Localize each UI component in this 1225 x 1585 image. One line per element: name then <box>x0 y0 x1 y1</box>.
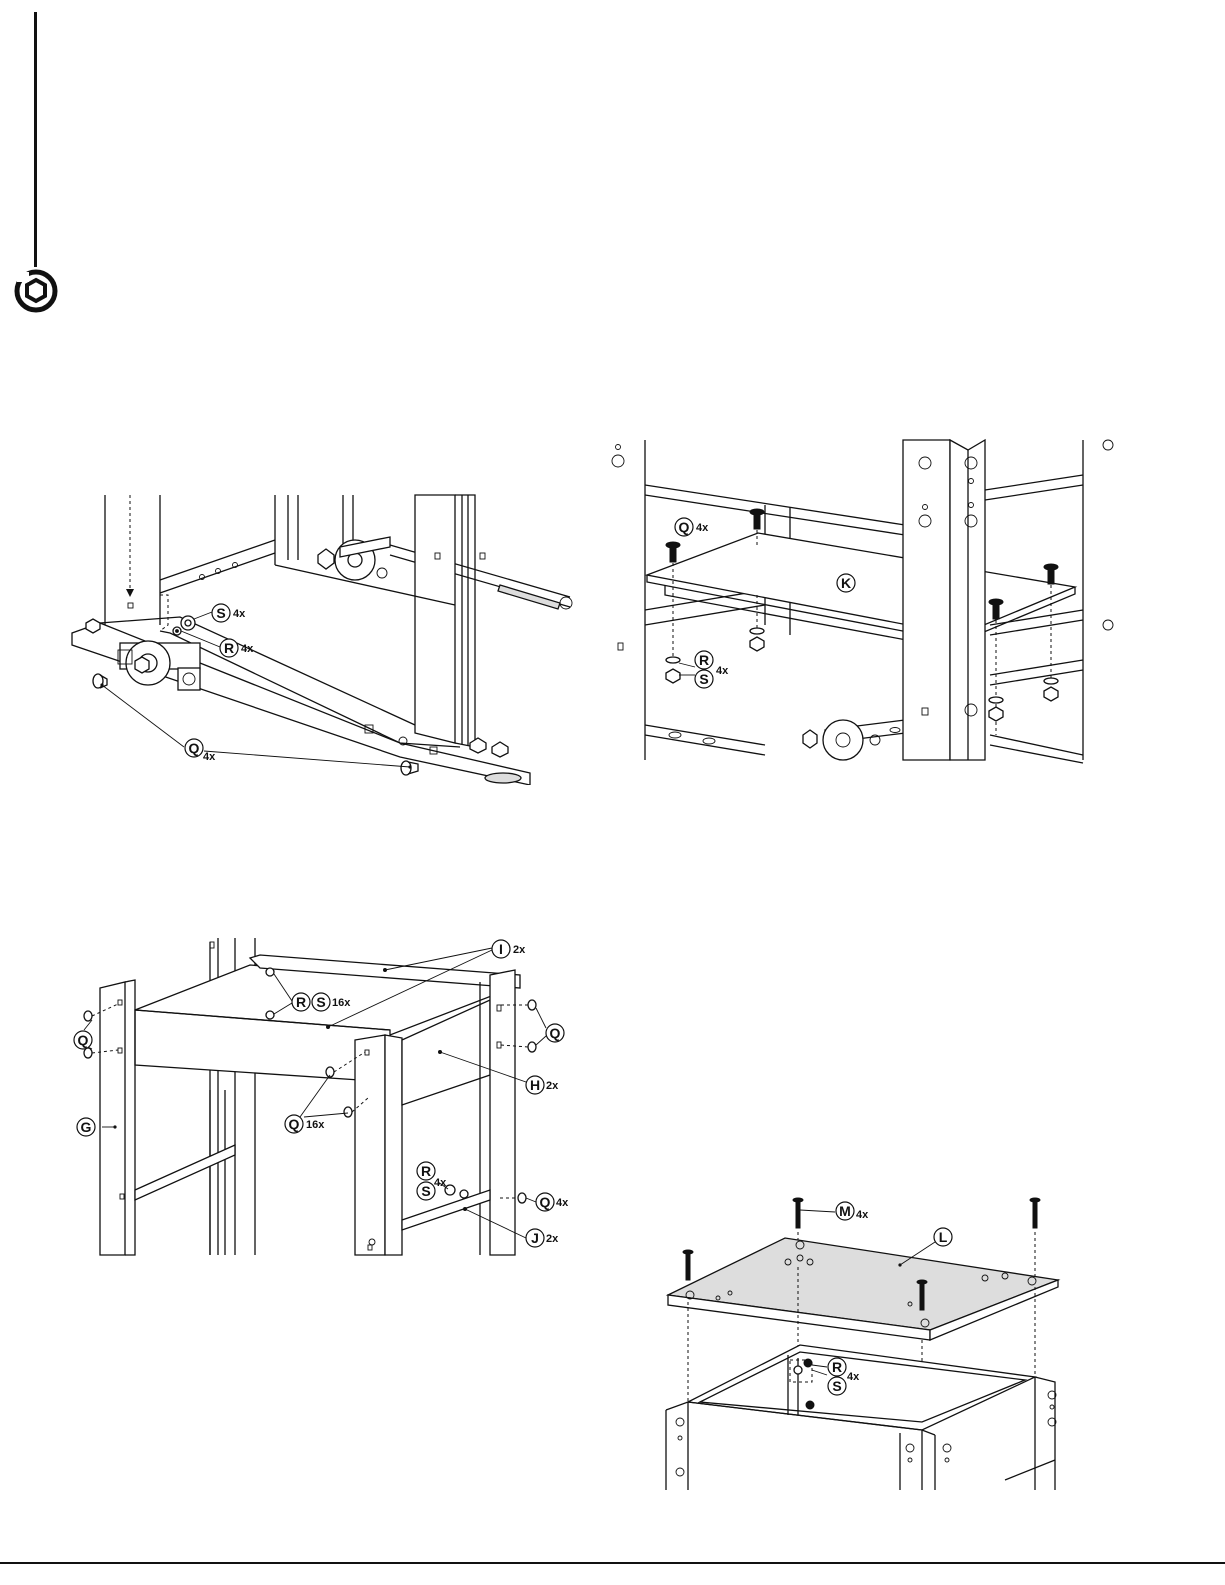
callout-qty: 4x <box>556 1197 569 1209</box>
callout-qty: 4x <box>856 1209 869 1221</box>
callout-Q-4x: Q 4x <box>675 518 709 536</box>
callout-Q-4x: Q 4x <box>536 1193 569 1211</box>
callout-letter: Q <box>540 1194 551 1210</box>
callout-S-4x: S 4x <box>212 604 246 622</box>
callout-Q-right: Q <box>546 1024 564 1042</box>
callout-letter: S <box>699 671 708 687</box>
callout-qty: 2x <box>513 944 526 956</box>
step-rule <box>34 12 37 267</box>
callout-letter: K <box>841 575 851 591</box>
callout-letter: Q <box>78 1032 89 1048</box>
callout-qty: 4x <box>241 643 254 655</box>
callout-letter: Q <box>189 740 200 756</box>
callout-qty: 4x <box>233 608 246 620</box>
callout-letter: G <box>81 1119 92 1135</box>
callout-letter: R <box>421 1163 431 1179</box>
callout-qty: 2x <box>546 1080 559 1092</box>
shelf-install-drawing <box>612 440 1113 763</box>
callout-G: G <box>77 1118 95 1136</box>
callout-qty: 4x <box>696 522 709 534</box>
callout-K: K <box>837 574 855 592</box>
callout-I-2x: I 2x <box>492 940 526 958</box>
callout-S: S <box>695 670 713 688</box>
callout-letter: R <box>224 640 234 656</box>
callout-Q-4x: Q 4x <box>185 739 216 763</box>
callout-letter: Q <box>289 1116 300 1132</box>
frame-assembly-drawing <box>84 938 546 1255</box>
callout-letter: S <box>316 994 325 1010</box>
callout-S: S <box>417 1182 435 1200</box>
callout-letter: J <box>531 1230 539 1246</box>
callout-letter: I <box>499 941 503 957</box>
callout-letter: L <box>939 1229 948 1245</box>
callout-qty: 2x <box>546 1233 559 1245</box>
callout-J-2x: J 2x <box>526 1229 559 1247</box>
callout-R-4x: R 4x <box>220 639 254 657</box>
callout-letter: R <box>699 652 709 668</box>
callout-letter: Q <box>550 1025 561 1041</box>
callout-Q-left: Q <box>74 1031 92 1049</box>
panel-wheel-base: S 4x R 4x Q 4x <box>60 485 580 785</box>
panel-top-plate: M 4x L R 4x S <box>660 1190 1070 1490</box>
footer-rule <box>0 1562 1225 1564</box>
callout-letter: R <box>296 994 306 1010</box>
callout-M-4x: M 4x <box>836 1202 869 1221</box>
callout-letter: Q <box>679 519 690 535</box>
callout-S: S <box>828 1377 846 1395</box>
callout-Q-16x: Q 16x <box>285 1115 325 1133</box>
callout-letter: S <box>421 1183 430 1199</box>
callout-letter: M <box>839 1203 851 1219</box>
panel-frame-assembly: I 2x R S 16x Q Q H 2x G <box>60 930 580 1265</box>
callout-R: R <box>292 993 310 1011</box>
callout-letter: S <box>832 1378 841 1394</box>
callout-letter: S <box>216 605 225 621</box>
callout-qty: 4x <box>716 665 729 677</box>
hex-nut-step-icon <box>13 268 59 319</box>
callout-qty: 4x <box>847 1371 860 1383</box>
callout-qty: 16x <box>306 1119 325 1131</box>
callout-qty: 4x <box>434 1177 447 1189</box>
panel-shelf-install: Q 4x K R 4x S <box>605 435 1115 765</box>
callout-L: L <box>934 1228 952 1246</box>
wheel-base-drawing <box>72 495 572 785</box>
callout-letter: R <box>832 1359 842 1375</box>
callout-H-2x: H 2x <box>526 1076 559 1094</box>
callout-qty: 16x <box>332 997 351 1009</box>
top-plate-drawing <box>666 1198 1058 1490</box>
callout-letter: H <box>530 1077 540 1093</box>
callout-qty: 4x <box>203 751 216 763</box>
